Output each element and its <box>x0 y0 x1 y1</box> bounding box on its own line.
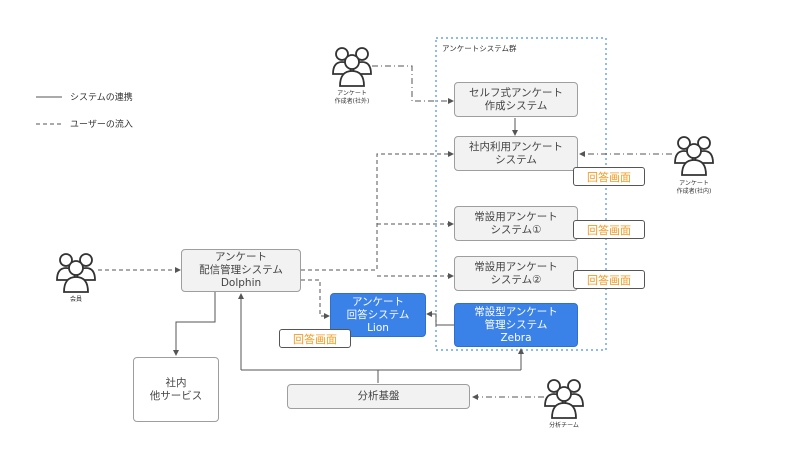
internal-survey-system: 社内利用アンケート システム <box>454 136 578 171</box>
dolphin-system: アンケート 配信管理システム Dolphin <box>181 249 301 292</box>
member-label: 会員 <box>69 296 82 303</box>
external-creator-label: アンケート 作成者(社外) <box>334 90 370 105</box>
answer-screen-tag: 回答画面 <box>573 270 645 289</box>
person-group-icon <box>544 379 584 419</box>
flow-dolphin-lion <box>301 279 330 319</box>
answer-screen-tag: 回答画面 <box>573 220 645 239</box>
internal-creator-label: アンケート 作成者(社内) <box>676 180 712 195</box>
survey-group-label: アンケートシステム群 <box>442 44 517 53</box>
standing-survey-system-2: 常設用アンケート システム② <box>454 256 578 291</box>
zebra-system: 常設型アンケート 管理システム Zebra <box>454 303 578 347</box>
person-group-icon <box>674 136 714 176</box>
flow-dolphin-internal <box>301 151 454 271</box>
other-services: 社内 他サービス <box>133 357 219 422</box>
person-group-icon <box>332 47 372 87</box>
analytics-team-label: 分析チーム <box>549 422 579 429</box>
link-dolphin-other <box>173 292 216 356</box>
standing-survey-system-1: 常設用アンケート システム① <box>454 206 578 241</box>
flow-external-creator <box>372 65 454 104</box>
self-survey-system: セルフ式アンケート 作成システム <box>454 82 578 117</box>
person-group-icon <box>56 253 96 293</box>
link-zebra-lion <box>426 311 454 326</box>
legend-dashed-label: ユーザーの流入 <box>70 120 133 130</box>
answer-screen-tag: 回答画面 <box>573 167 645 186</box>
legend-solid-label: システムの連携 <box>70 93 133 103</box>
analytics-platform: 分析基盤 <box>287 384 470 409</box>
answer-screen-tag: 回答画面 <box>279 329 351 348</box>
